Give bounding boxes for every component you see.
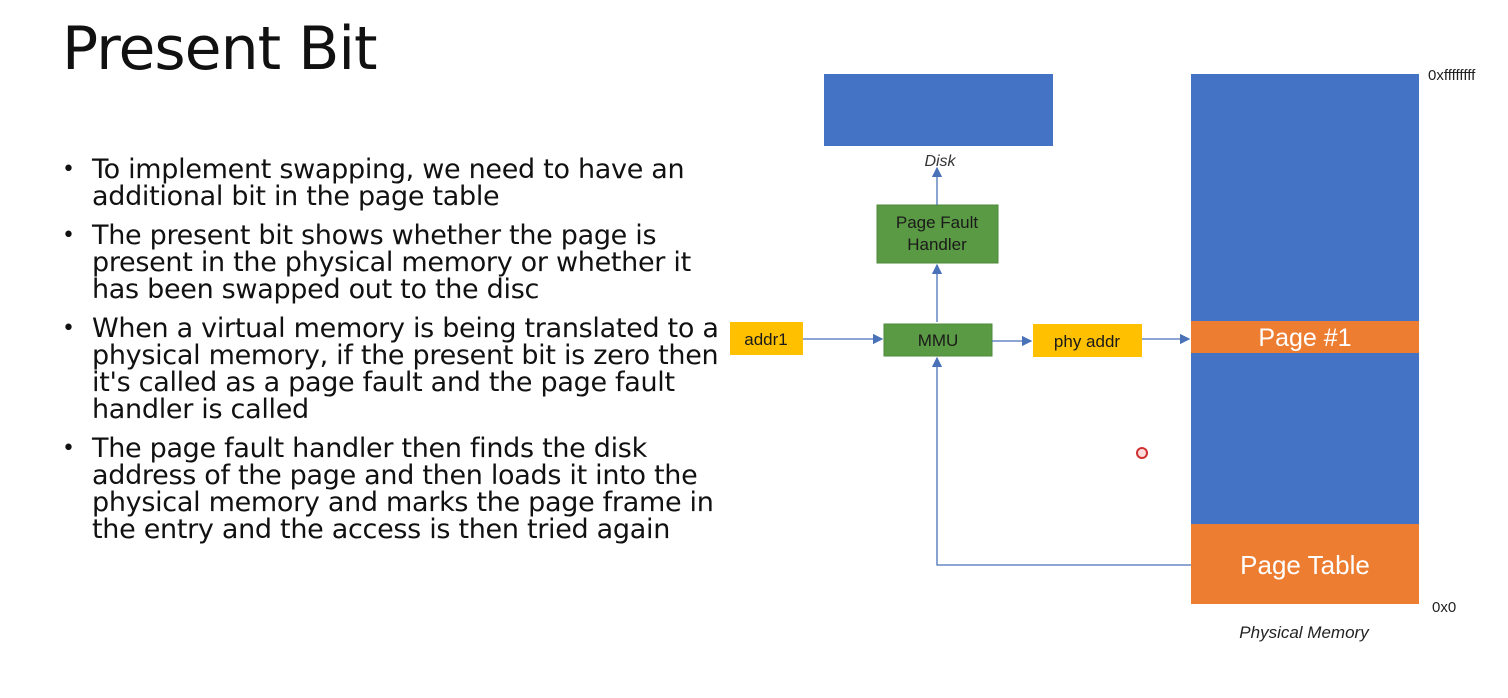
bullet-text: When a virtual memory is being translate…: [92, 313, 719, 425]
disk-box: [824, 74, 1053, 146]
cursor-dot-icon: [1136, 447, 1148, 459]
bullet-dot-icon: •: [62, 316, 75, 341]
mmu-label: MMU: [918, 331, 959, 350]
page-fault-handler-label-1: Page Fault: [896, 213, 978, 232]
bullet-text: The page fault handler then finds the di…: [92, 433, 714, 545]
slide-title: Present Bit: [62, 14, 378, 84]
addr1-box: [730, 322, 803, 355]
page-1-box: [1191, 321, 1419, 353]
bullet-item: • The page fault handler then finds the d…: [60, 435, 740, 543]
address-high-label: 0xffffffff: [1428, 67, 1476, 84]
page-table-label: Page Table: [1240, 550, 1370, 580]
disk-label: Disk: [924, 153, 956, 170]
page-fault-handler-label-2: Handler: [907, 235, 967, 254]
bullet-dot-icon: •: [62, 436, 75, 461]
bullet-text: The present bit shows whether the page i…: [92, 220, 691, 305]
address-low-label: 0x0: [1432, 599, 1456, 616]
addr1-label: addr1: [744, 330, 787, 349]
bullet-dot-icon: •: [62, 223, 75, 248]
bullet-list: • To implement swapping, we need to have …: [60, 156, 740, 555]
page-1-label: Page #1: [1258, 324, 1351, 352]
bullet-dot-icon: •: [62, 157, 75, 182]
physical-memory-label: Physical Memory: [1239, 623, 1370, 642]
bullet-item: • The present bit shows whether the page …: [60, 222, 740, 303]
page-table-box: [1191, 524, 1419, 604]
bullet-item: • To implement swapping, we need to have …: [60, 156, 740, 210]
phy-addr-label: phy addr: [1054, 332, 1120, 351]
bullet-item: • When a virtual memory is being translat…: [60, 315, 740, 423]
bullet-text: To implement swapping, we need to have a…: [92, 154, 685, 212]
phy-addr-box: [1033, 324, 1142, 357]
page-fault-handler-box: [876, 204, 999, 264]
pagetable-to-mmu-arrow: [931, 356, 1191, 566]
mmu-box: [883, 323, 993, 357]
